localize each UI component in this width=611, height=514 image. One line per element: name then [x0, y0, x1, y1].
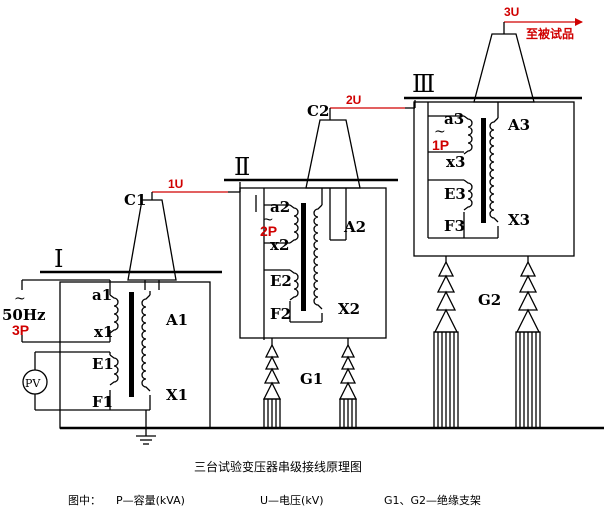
stage-2-numeral: Ⅱ — [234, 153, 250, 181]
support-g2-label: G2 — [478, 291, 501, 309]
stage-1-label-x: x1 — [94, 323, 113, 341]
output-to-sample-label: 至被试品 — [526, 26, 574, 41]
stage-3-label-f: F3 — [444, 217, 465, 235]
stage-1-transformer: Ⅰ a1 x1 E1 F1 A1 X1 C1 — [40, 191, 222, 429]
stage-1-label-e: E1 — [92, 355, 114, 373]
stage-2-label-e: E2 — [270, 272, 292, 290]
earth-symbol — [136, 410, 156, 445]
support-g1-left — [262, 338, 282, 429]
caption-legend-g: G1、G2—绝缘支架 — [384, 493, 481, 507]
stage-2-core — [301, 203, 306, 311]
stage-1-label-A: A1 — [165, 311, 188, 329]
output-3u-label: 3U — [504, 5, 519, 19]
stage-2-tilde: ~ — [262, 212, 274, 228]
link-1u: 1U — [151, 177, 241, 200]
stage-1-label-a: a1 — [92, 286, 112, 304]
stage-1-core — [129, 292, 134, 397]
source-power: 3P — [12, 322, 29, 338]
power-source: ~ 50Hz 3P — [2, 279, 111, 343]
stage-2-bushing — [305, 119, 361, 189]
stage-1-bushing — [127, 199, 177, 281]
stage-2-label-a: a2 — [270, 198, 290, 216]
stage-2-transformer: Ⅱ a2 ~ 2P x2 E2 F2 A2 X2 C2 — [224, 102, 398, 340]
stage-3-label-e: E3 — [444, 185, 466, 203]
output-3u: 3U 至被试品 — [503, 5, 583, 41]
stage-2-label-f: F2 — [270, 305, 291, 323]
stage-3-tilde: ~ — [434, 124, 446, 140]
stage-2-label-x: x2 — [270, 236, 289, 254]
link-2u: 2U — [329, 93, 416, 120]
support-g1-right — [338, 338, 358, 429]
stage-2-label-X: X2 — [338, 300, 360, 318]
stage-1-label-C: C1 — [124, 191, 146, 209]
caption-legend-prefix: 图中： — [68, 494, 101, 507]
stage-3-power: 1P — [432, 137, 449, 153]
stage-3-bushing — [473, 33, 535, 103]
source-frequency: 50Hz — [2, 306, 46, 324]
stage-2-label-C: C2 — [307, 102, 329, 120]
caption-title: 三台试验变压器串级接线原理图 — [194, 459, 362, 474]
stage-3-label-a: a3 — [444, 110, 464, 128]
pv-meter-label: PV — [25, 377, 41, 390]
support-g1-label: G1 — [300, 370, 323, 388]
stage-2-power: 2P — [260, 223, 277, 239]
caption-legend-u: U—电压(kV) — [260, 494, 324, 507]
stage-3-core — [481, 118, 486, 223]
source-tilde: ~ — [14, 291, 26, 307]
stage-2-label-A: A2 — [343, 218, 366, 236]
stage-1-label-f: F1 — [92, 393, 113, 411]
stage-1-label-X: X1 — [166, 386, 188, 404]
caption: 三台试验变压器串级接线原理图 图中： P—容量(kVA) U—电压(kV) G1… — [68, 459, 481, 507]
stage-3-label-A: A3 — [507, 116, 530, 134]
stage-3-numeral: Ⅲ — [412, 70, 435, 98]
stage-3-transformer: Ⅲ a3 ~ 1P x3 E3 F3 A3 X3 — [404, 33, 582, 257]
support-g2-left — [433, 256, 459, 429]
caption-legend-p: P—容量(kVA) — [116, 493, 185, 507]
support-g1: G1 — [262, 338, 358, 429]
link-2u-label: 2U — [346, 93, 361, 107]
stage-3-label-X: X3 — [508, 211, 530, 229]
link-1u-label: 1U — [168, 177, 183, 191]
support-g2-right — [515, 256, 541, 429]
support-g2: G2 — [433, 256, 541, 429]
stage-3-label-x: x3 — [446, 153, 465, 171]
stage-1-numeral: Ⅰ — [54, 245, 63, 273]
pv-meter: PV — [22, 351, 111, 411]
